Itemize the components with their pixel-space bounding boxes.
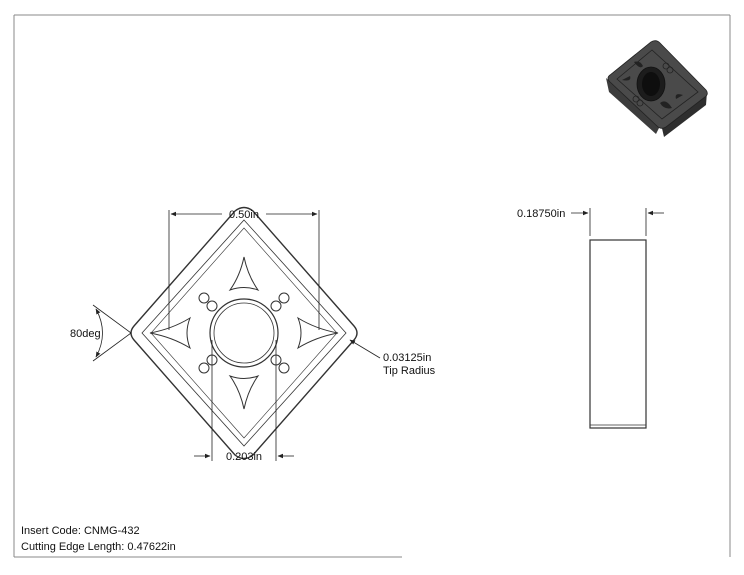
top-chipbreaker-spike	[228, 256, 260, 292]
insert-plan-view	[130, 206, 358, 460]
thickness-dimension-label: 0.18750in	[517, 208, 565, 220]
angle-dimension-label: 80deg	[70, 328, 101, 340]
center-hole-inner	[213, 302, 275, 364]
width-dimension-label: 0.50in	[229, 209, 259, 221]
dimple-bottom-left	[198, 354, 218, 374]
cutting-edge-length-label: Cutting Edge Length: 0.47622in	[21, 541, 176, 553]
tip-radius-leader	[349, 339, 381, 359]
hole-offset-dimension	[194, 340, 294, 461]
insert-chipbreaker-outline	[141, 219, 347, 447]
right-chipbreaker-spike	[296, 316, 339, 350]
insert-isometric-view	[606, 40, 708, 137]
insert-side-view	[589, 239, 647, 429]
iso-side-face-left	[606, 78, 661, 134]
angle-dimension	[92, 304, 132, 362]
dimple-top-left	[198, 292, 218, 312]
center-hole	[209, 298, 279, 368]
insert-land-outline	[150, 227, 338, 439]
width-dimension	[168, 210, 320, 330]
sheet-border	[13, 14, 731, 558]
tip-radius-value: 0.03125in	[383, 352, 431, 364]
hole-offset-label: 0.203in	[226, 451, 262, 463]
bottom-chipbreaker-spike	[228, 374, 260, 410]
insert-outline	[130, 206, 358, 460]
tip-radius-label: Tip Radius	[383, 365, 436, 377]
dimple-top-right	[270, 292, 290, 312]
left-chipbreaker-spike	[149, 316, 192, 350]
dimple-bottom-right	[270, 354, 290, 374]
thickness-dimension	[571, 208, 664, 236]
insert-code-label: Insert Code: CNMG-432	[21, 525, 140, 537]
